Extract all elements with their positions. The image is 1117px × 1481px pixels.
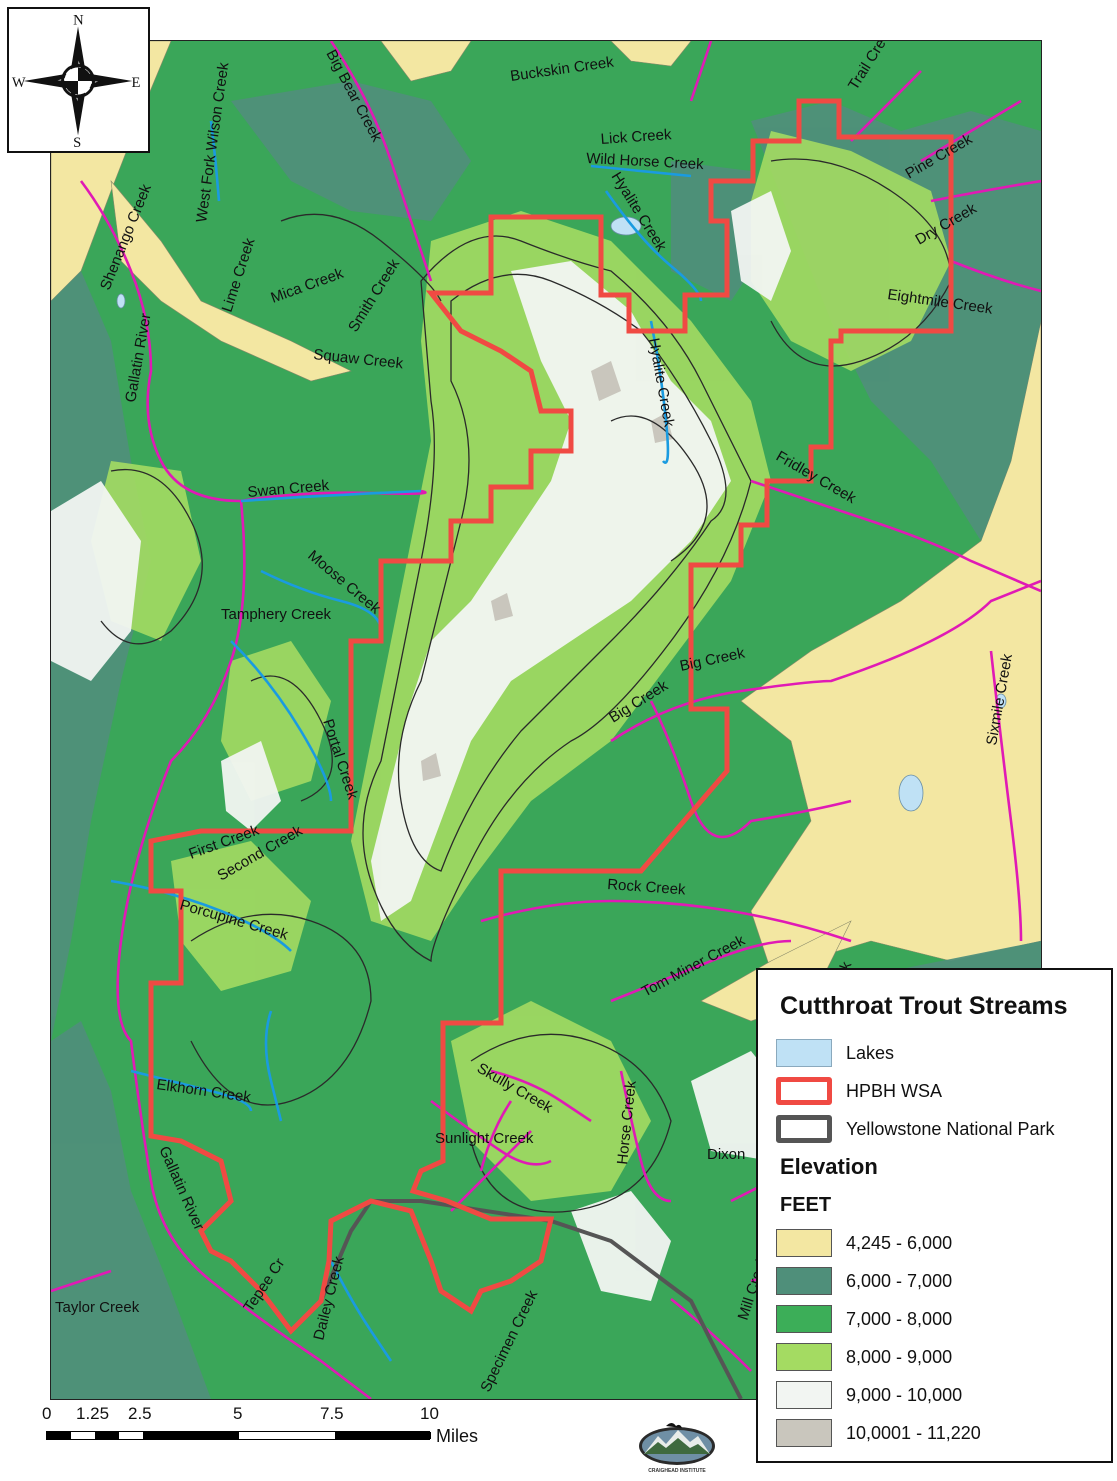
scale-tick-1: 1.25 <box>76 1404 110 1423</box>
scale-tick-0: 0 <box>42 1404 52 1423</box>
map-legend: Cutthroat Trout Streams Lakes HPBH WSA Y… <box>756 968 1113 1463</box>
lakes-swatch <box>776 1039 832 1067</box>
north-arrow: N S W E <box>7 7 150 153</box>
elev-swatch-5 <box>776 1381 832 1409</box>
elev-swatch-4 <box>776 1343 832 1371</box>
map-panel[interactable]: Big Bear Creek Buckskin Creek Trail Cree… <box>50 40 1042 1400</box>
feet-heading: FEET <box>780 1194 832 1216</box>
compass-west-label: W <box>12 75 26 91</box>
label-dixon-partial: Dixon <box>707 1146 745 1163</box>
legend-label-elev-3: 7,000 - 8,000 <box>846 1308 953 1329</box>
legend-label-elev-1: 4,245 - 6,000 <box>846 1232 953 1253</box>
compass-north-label: N <box>73 13 84 29</box>
label-wild-horse-creek: Wild Horse Creek <box>586 150 705 173</box>
streams <box>51 41 1041 1399</box>
scale-tick-4: 7.5 <box>320 1404 344 1423</box>
label-sunlight-creek: Sunlight Creek <box>435 1130 534 1147</box>
park-swatch <box>776 1115 832 1143</box>
cutthroat-streams <box>110 120 703 1362</box>
compass-east-label: E <box>131 75 140 91</box>
legend-label-elev-4: 8,000 - 9,000 <box>846 1346 953 1367</box>
legend-label-elev-5: 9,000 - 10,000 <box>846 1384 963 1405</box>
legend-item-wsa: HPBH WSA <box>776 1076 942 1106</box>
hpbh-wsa-boundary <box>148 98 954 1335</box>
legend-label-elev-2: 6,000 - 7,000 <box>846 1270 953 1291</box>
legend-item-elev-3: 7,000 - 8,000 <box>776 1304 952 1334</box>
lakes <box>116 216 1007 812</box>
legend-item-elev-1: 4,245 - 6,000 <box>776 1228 952 1258</box>
craighead-institute-logo: CRAIGHEAD INSTITUTE <box>636 1420 718 1476</box>
scale-tick-2: 2.5 <box>128 1404 152 1423</box>
elev-swatch-6 <box>776 1419 832 1447</box>
legend-item-park: Yellowstone National Park <box>776 1114 1054 1144</box>
legend-label-park: Yellowstone National Park <box>846 1118 1055 1139</box>
label-tamphery-creek: Tamphery Creek <box>221 606 332 623</box>
logo-mountain-icon: CRAIGHEAD INSTITUTE <box>639 1423 715 1474</box>
elevation-map: Big Bear Creek Buckskin Creek Trail Cree… <box>51 41 1041 1399</box>
scale-track <box>46 1431 431 1440</box>
label-lick-creek: Lick Creek <box>600 126 672 148</box>
scale-bar: 0 1.25 2.5 5 7.5 10 Miles <box>40 1404 500 1450</box>
elev-swatch-2 <box>776 1267 832 1295</box>
legend-item-elev-5: 9,000 - 10,000 <box>776 1380 962 1410</box>
scale-tick-5: 10 <box>420 1404 439 1423</box>
legend-item-elev-2: 6,000 - 7,000 <box>776 1266 952 1296</box>
scale-tick-3: 5 <box>233 1404 243 1423</box>
compass-south-label: S <box>73 135 81 151</box>
label-rock-creek: Rock Creek <box>607 876 687 898</box>
wsa-swatch <box>776 1077 832 1105</box>
elev-swatch-3 <box>776 1305 832 1333</box>
legend-item-elev-4: 8,000 - 9,000 <box>776 1342 952 1372</box>
legend-title: Cutthroat Trout Streams <box>780 992 1068 1020</box>
elev-swatch-1 <box>776 1229 832 1257</box>
legend-item-elev-6: 10,0001 - 11,220 <box>776 1418 981 1448</box>
legend-label-wsa: HPBH WSA <box>846 1080 943 1101</box>
compass-rose-icon: N S W E <box>12 13 141 151</box>
legend-label-elev-6: 10,0001 - 11,220 <box>846 1422 981 1443</box>
elevation-heading: Elevation <box>780 1154 878 1179</box>
scale-units: Miles <box>436 1426 479 1446</box>
legend-label-lakes: Lakes <box>846 1042 895 1063</box>
legend-item-lakes: Lakes <box>776 1038 894 1068</box>
logo-text: CRAIGHEAD INSTITUTE <box>648 1468 706 1474</box>
label-taylor-creek: Taylor Creek <box>55 1299 140 1316</box>
